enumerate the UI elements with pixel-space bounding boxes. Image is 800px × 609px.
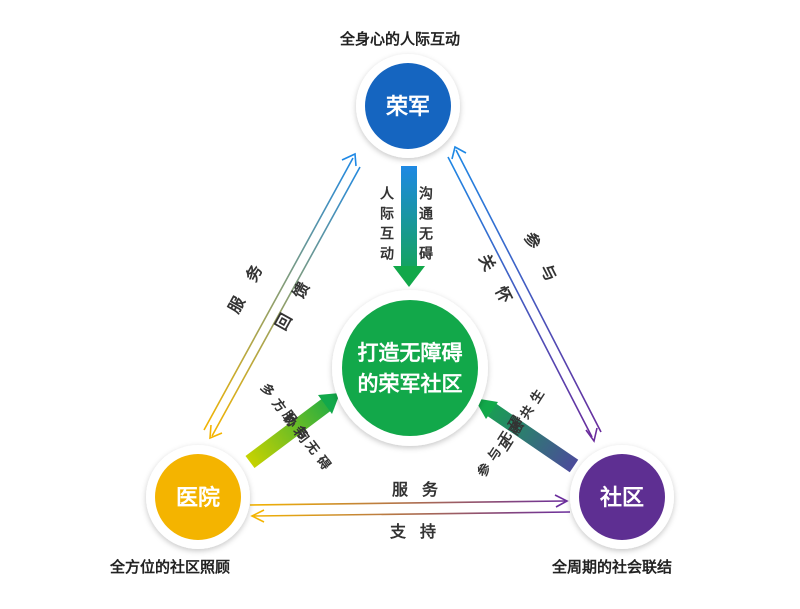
edge-label-left-top-a: 服务 bbox=[224, 244, 276, 316]
caption-right: 全周期的社会联结 bbox=[552, 558, 673, 576]
node-center: 打造无障碍 的荣军社区 bbox=[332, 290, 488, 446]
arrow-label-top-right: 沟通无碍 bbox=[417, 185, 434, 266]
node-left-circle bbox=[155, 454, 241, 540]
node-left: 医院 bbox=[146, 445, 250, 549]
edge-label-bottom-a: 服务 bbox=[392, 480, 452, 499]
arrow-label-top-left: 人际互动 bbox=[378, 185, 394, 266]
node-right-label: 社区 bbox=[600, 485, 644, 511]
arrow-left-to-center bbox=[245, 393, 340, 468]
node-center-line1: 打造无障碍 bbox=[358, 341, 463, 365]
edge-left-top bbox=[203, 152, 361, 440]
arrow-right-to-center bbox=[474, 398, 579, 473]
node-right: 社区 bbox=[570, 445, 674, 549]
edge-right-top bbox=[447, 145, 602, 443]
node-top-label: 荣军 bbox=[385, 94, 430, 120]
node-center-circle bbox=[342, 300, 478, 436]
edge-label-left-top-b: 回馈 bbox=[271, 261, 323, 333]
edge-label-bottom-b: 支持 bbox=[389, 522, 450, 541]
edge-bottom bbox=[249, 494, 571, 523]
node-top-circle bbox=[365, 63, 451, 149]
node-top: 荣军 bbox=[356, 54, 460, 158]
caption-left: 全方位的社区照顾 bbox=[110, 558, 231, 576]
node-right-circle bbox=[579, 454, 665, 540]
caption-top: 全身心的人际互动 bbox=[340, 30, 461, 48]
edge-label-right-top-a: 参与 bbox=[520, 229, 570, 302]
node-left-label: 医院 bbox=[176, 485, 220, 511]
edge-label-right-top-b: 关怀 bbox=[475, 251, 525, 324]
arrow-top-to-center bbox=[393, 166, 425, 287]
node-center-line2: 的荣军社区 bbox=[358, 372, 463, 396]
